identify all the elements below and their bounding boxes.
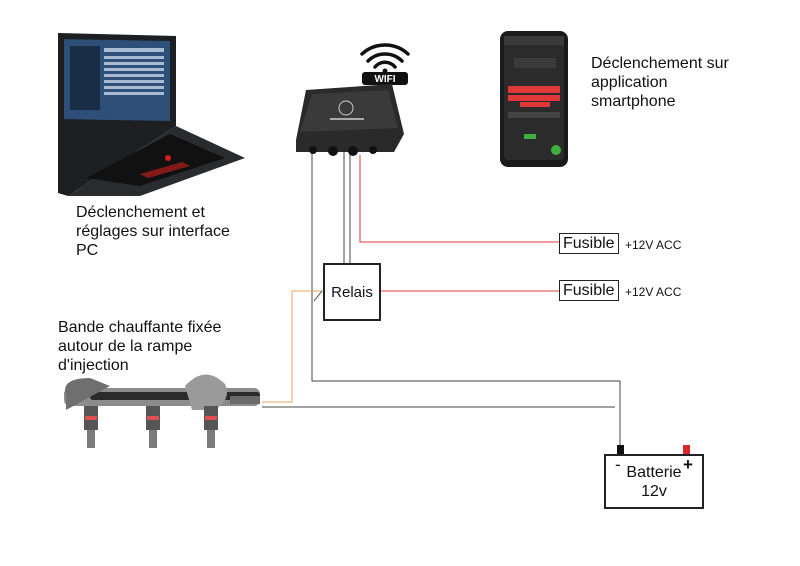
battery-label: Batterie (626, 463, 682, 481)
wires (262, 152, 621, 448)
battery-minus-terminal (617, 445, 624, 455)
relay-label: Relais (331, 283, 373, 301)
wifi-icon (360, 43, 410, 85)
power-wire-top (359, 155, 560, 243)
relay-contact-symbol (313, 290, 323, 302)
relay-box: Relais (323, 263, 381, 321)
fuse-bottom-supply: +12V ACC (625, 285, 682, 299)
fuse-top-supply: +12V ACC (625, 238, 682, 252)
heater-wire (262, 290, 323, 403)
fuse-bottom-label: Fusible (563, 281, 615, 299)
smartphone-image (500, 31, 568, 167)
ground-wire-controller (311, 152, 621, 448)
battery-plus-sign: + (683, 455, 693, 474)
wifi-label: WIFI (374, 74, 395, 85)
injection-rail-image (64, 374, 260, 448)
controller-box-image (296, 84, 404, 156)
battery-box: Batterie 12v (604, 454, 704, 509)
fuse-bottom: Fusible (559, 280, 619, 301)
fuse-top: Fusible (559, 233, 619, 254)
battery-plus-terminal (683, 445, 690, 455)
pc-interface-label: Déclenchement et réglages sur interface … (76, 204, 230, 259)
battery-minus-sign: - (615, 455, 621, 474)
battery-voltage: 12v (641, 482, 667, 500)
laptop-image (58, 33, 245, 196)
heater-band-label: Bande chauffante fixée autour de la ramp… (58, 319, 222, 374)
fuse-top-label: Fusible (563, 234, 615, 252)
smartphone-app-label: Déclenchement sur application smartphone (591, 55, 729, 110)
